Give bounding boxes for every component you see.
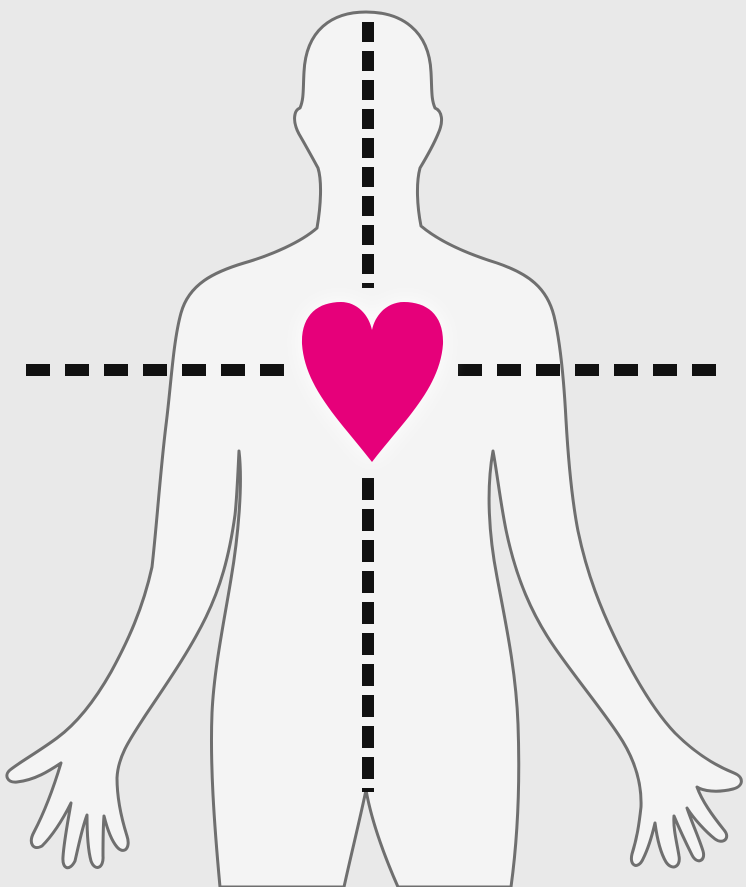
diagram-canvas <box>0 0 746 887</box>
body-heart-diagram <box>0 0 746 887</box>
